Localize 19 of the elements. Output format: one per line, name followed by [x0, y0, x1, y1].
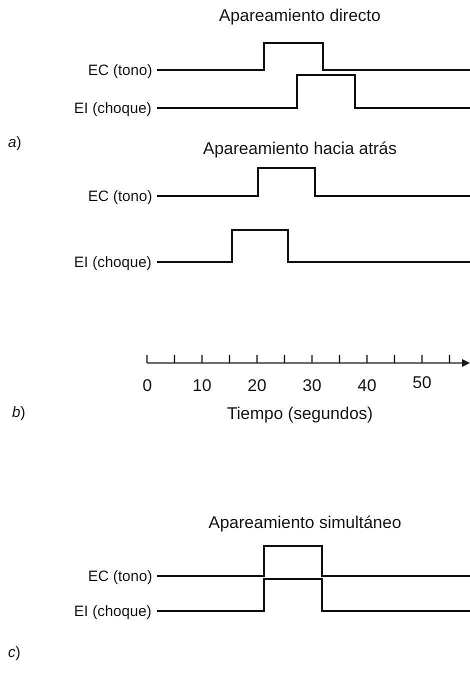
tick-label: 0 — [142, 376, 152, 394]
tick-label: 20 — [248, 376, 266, 394]
tick-label: 10 — [192, 376, 212, 394]
tick-label: 50 — [412, 374, 432, 390]
signal-label: EI (choque) — [74, 254, 152, 270]
tick-label: 40 — [358, 376, 376, 394]
signal-label: EI (choque) — [74, 604, 152, 618]
signal-label: EI (choque) — [74, 100, 152, 116]
tick-label: 30 — [302, 376, 322, 394]
panel-letter: c) — [8, 644, 20, 660]
panel-letter: b) — [12, 404, 26, 420]
panel-title: Apareamiento hacia atrás — [203, 140, 397, 156]
panel-title: Apareamiento simultáneo — [208, 514, 402, 530]
signal-label: EC (tono) — [88, 188, 152, 204]
axis-title: Tiempo (segundos) — [227, 404, 373, 422]
signal-label: EC (tono) — [88, 62, 152, 78]
panel-letter: a) — [8, 134, 22, 150]
panel-title: Apareamiento directo — [219, 6, 381, 24]
signal-label: EC (tono) — [88, 568, 152, 584]
